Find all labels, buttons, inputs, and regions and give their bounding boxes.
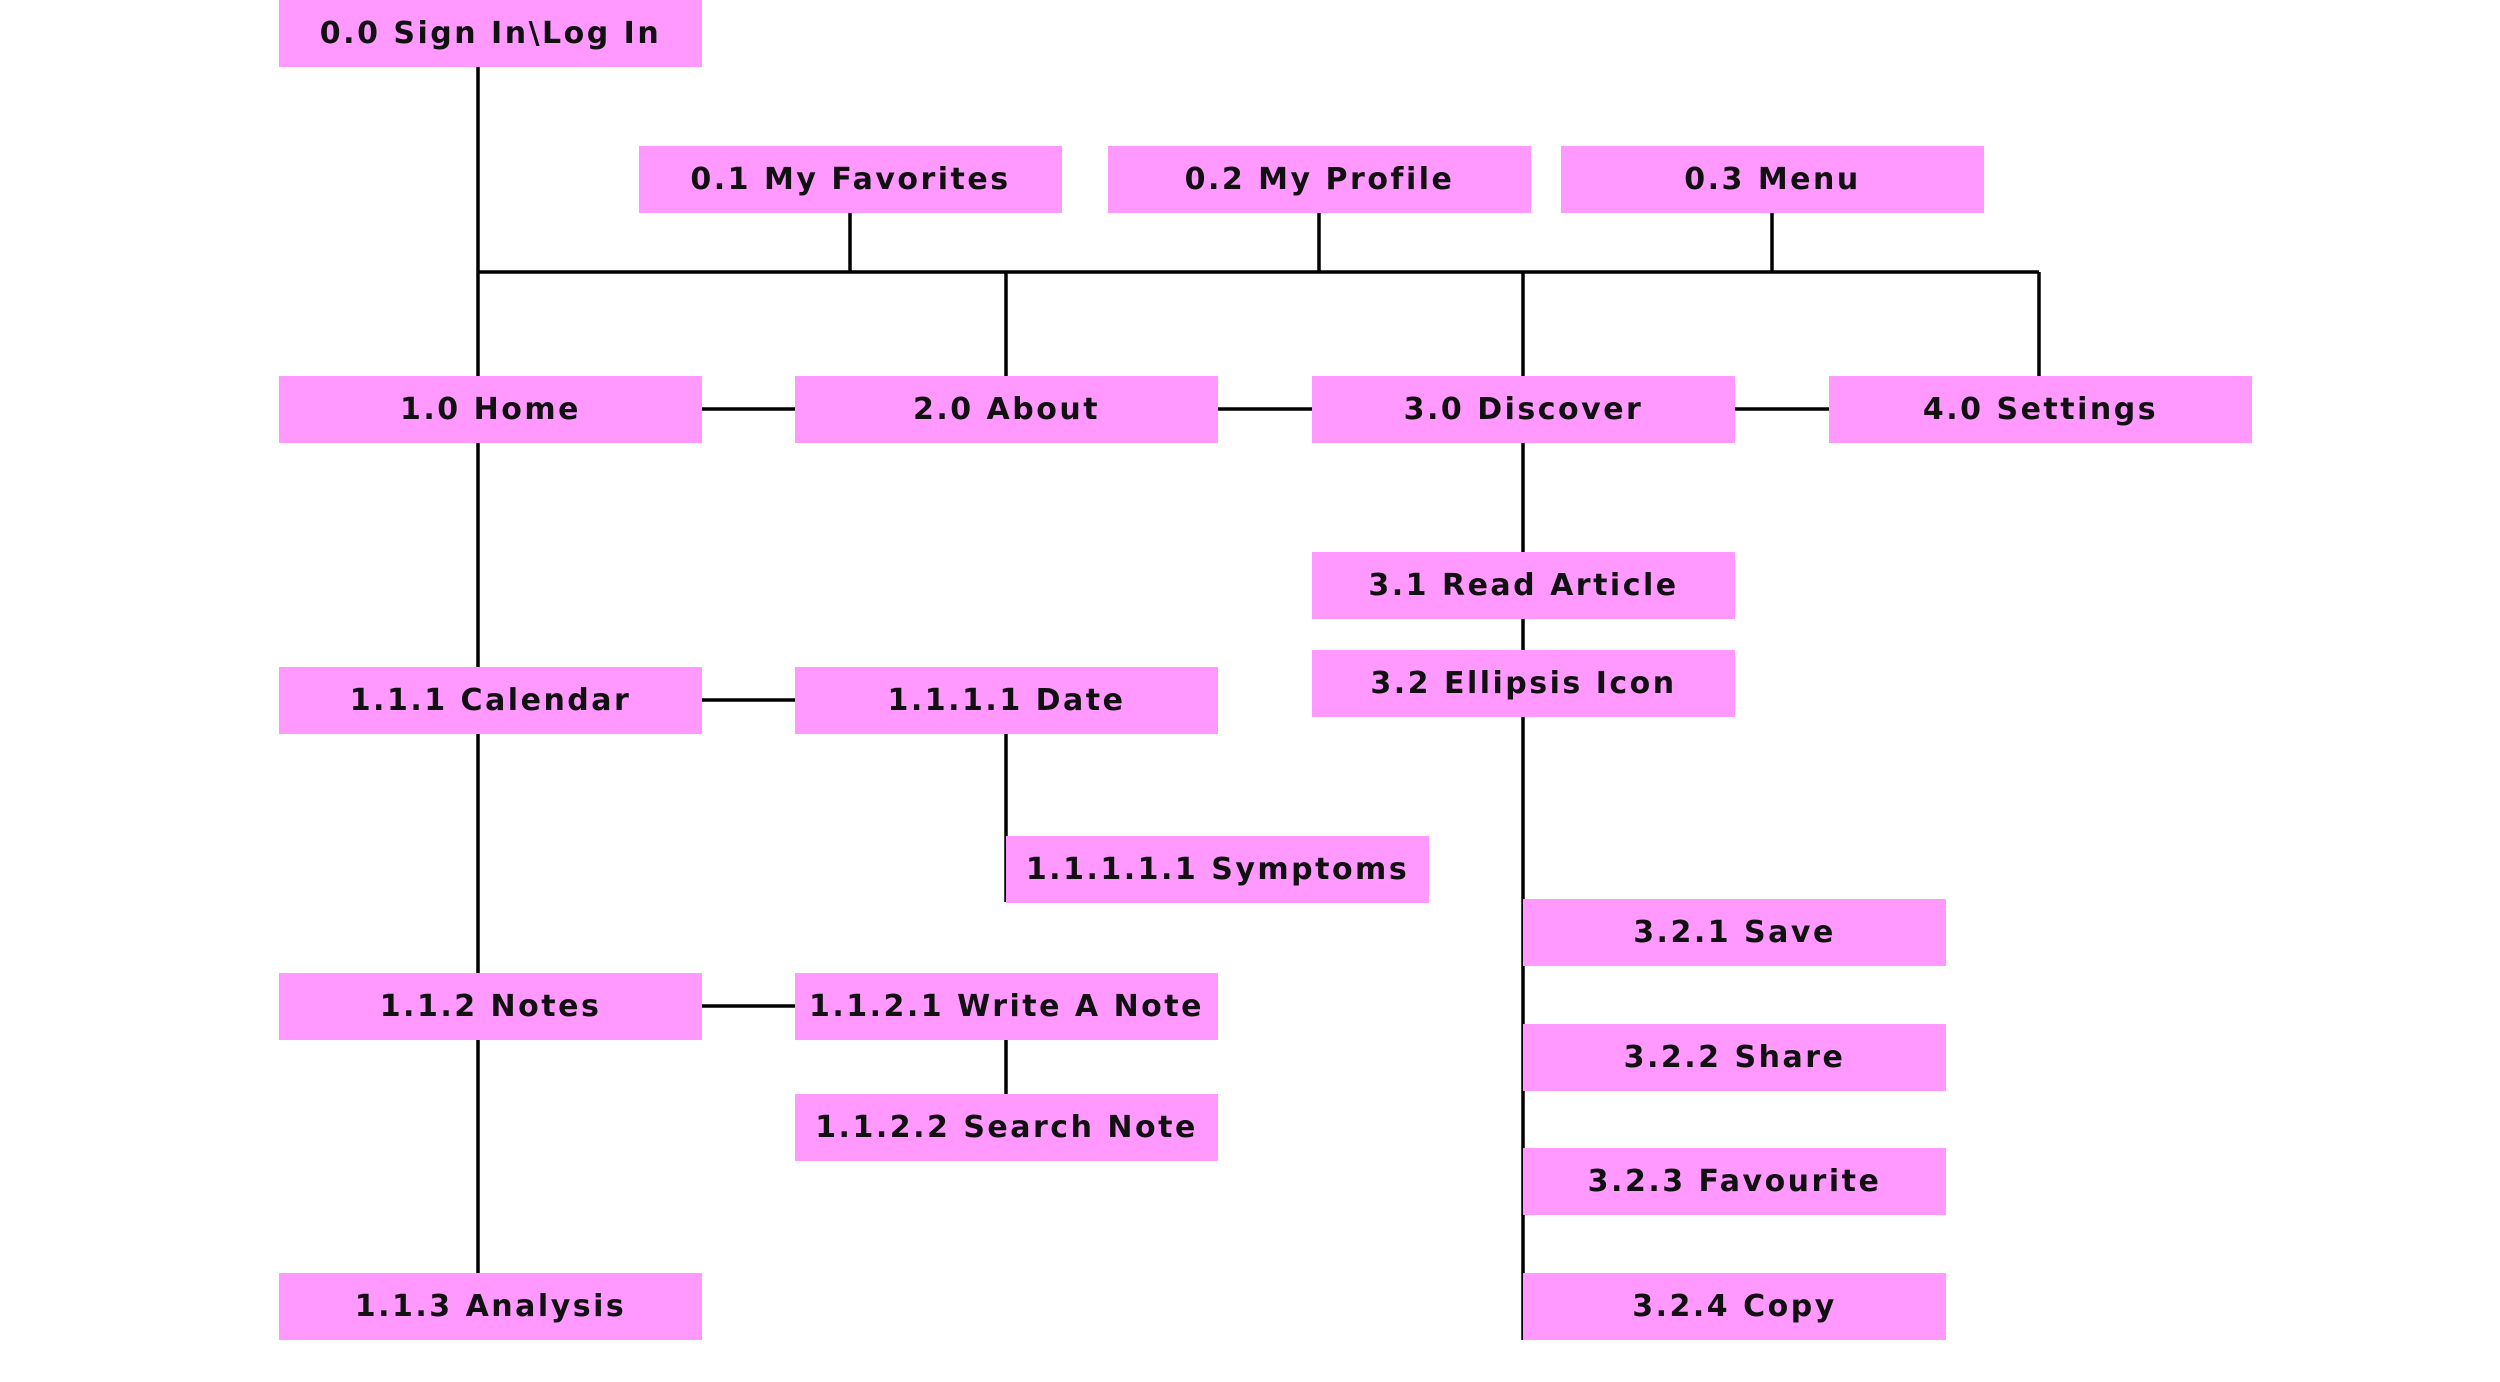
node-label: 0.1 My Favorites <box>690 162 1011 197</box>
node-label: 3.2.3 Favourite <box>1587 1164 1882 1199</box>
node-share: 3.2.2 Share <box>1523 1024 1946 1091</box>
node-label: 1.1.1 Calendar <box>349 683 632 718</box>
node-label: 1.1.3 Analysis <box>354 1289 627 1324</box>
node-label: 3.2 Ellipsis Icon <box>1370 666 1677 701</box>
node-favourite: 3.2.3 Favourite <box>1523 1148 1946 1215</box>
node-label: 0.0 Sign In\Log In <box>319 16 662 51</box>
node-save: 3.2.1 Save <box>1523 899 1946 966</box>
node-my-favorites: 0.1 My Favorites <box>639 146 1062 213</box>
node-label: 1.1.1.1 Date <box>887 683 1126 718</box>
node-symptoms: 1.1.1.1.1 Symptoms <box>1006 836 1429 903</box>
node-label: 0.3 Menu <box>1684 162 1861 197</box>
node-discover: 3.0 Discover <box>1312 376 1735 443</box>
node-read-article: 3.1 Read Article <box>1312 552 1735 619</box>
node-label: 1.1.2.2 Search Note <box>815 1110 1198 1145</box>
node-my-profile: 0.2 My Profile <box>1108 146 1531 213</box>
node-analysis: 1.1.3 Analysis <box>279 1273 702 1340</box>
node-copy: 3.2.4 Copy <box>1523 1273 1946 1340</box>
node-label: 3.0 Discover <box>1403 392 1644 427</box>
node-write-note: 1.1.2.1 Write A Note <box>795 973 1218 1040</box>
node-label: 2.0 About <box>912 392 1101 427</box>
node-calendar: 1.1.1 Calendar <box>279 667 702 734</box>
node-menu: 0.3 Menu <box>1561 146 1984 213</box>
node-notes: 1.1.2 Notes <box>279 973 702 1040</box>
node-home: 1.0 Home <box>279 376 702 443</box>
node-label: 3.2.4 Copy <box>1632 1289 1837 1324</box>
node-label: 1.1.2.1 Write A Note <box>809 989 1204 1024</box>
node-ellipsis-icon: 3.2 Ellipsis Icon <box>1312 650 1735 717</box>
node-sign-in: 0.0 Sign In\Log In <box>279 0 702 67</box>
node-label: 3.2.2 Share <box>1623 1040 1846 1075</box>
node-label: 3.2.1 Save <box>1633 915 1836 950</box>
node-search-note: 1.1.2.2 Search Note <box>795 1094 1218 1161</box>
node-label: 4.0 Settings <box>1922 392 2159 427</box>
node-label: 1.1.1.1.1 Symptoms <box>1025 852 1410 887</box>
node-label: 3.1 Read Article <box>1368 568 1679 603</box>
node-label: 1.1.2 Notes <box>379 989 602 1024</box>
node-settings: 4.0 Settings <box>1829 376 2252 443</box>
node-date: 1.1.1.1 Date <box>795 667 1218 734</box>
node-about: 2.0 About <box>795 376 1218 443</box>
node-label: 1.0 Home <box>400 392 581 427</box>
node-label: 0.2 My Profile <box>1184 162 1455 197</box>
